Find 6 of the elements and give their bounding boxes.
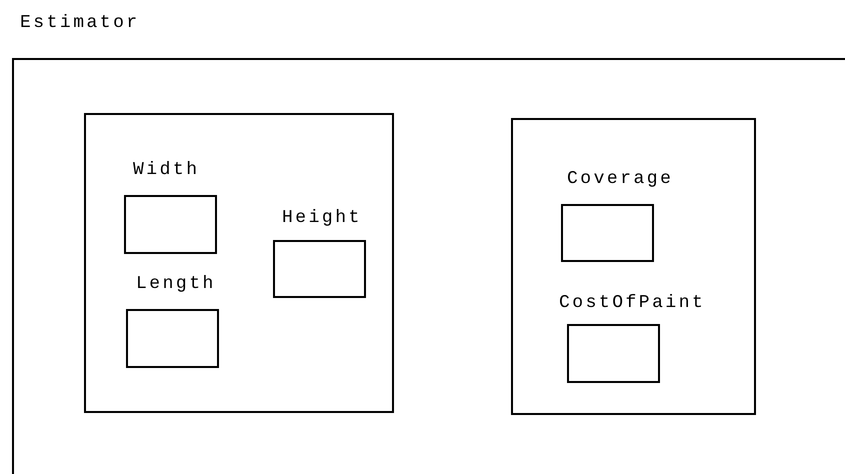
field-label: Height: [282, 207, 362, 229]
field-label: Width: [133, 159, 200, 181]
field-label: Length: [136, 273, 216, 295]
field-label: Coverage: [567, 168, 674, 190]
field-label: CostOfPaint: [559, 292, 706, 314]
panel-title: Estimator: [20, 12, 140, 34]
